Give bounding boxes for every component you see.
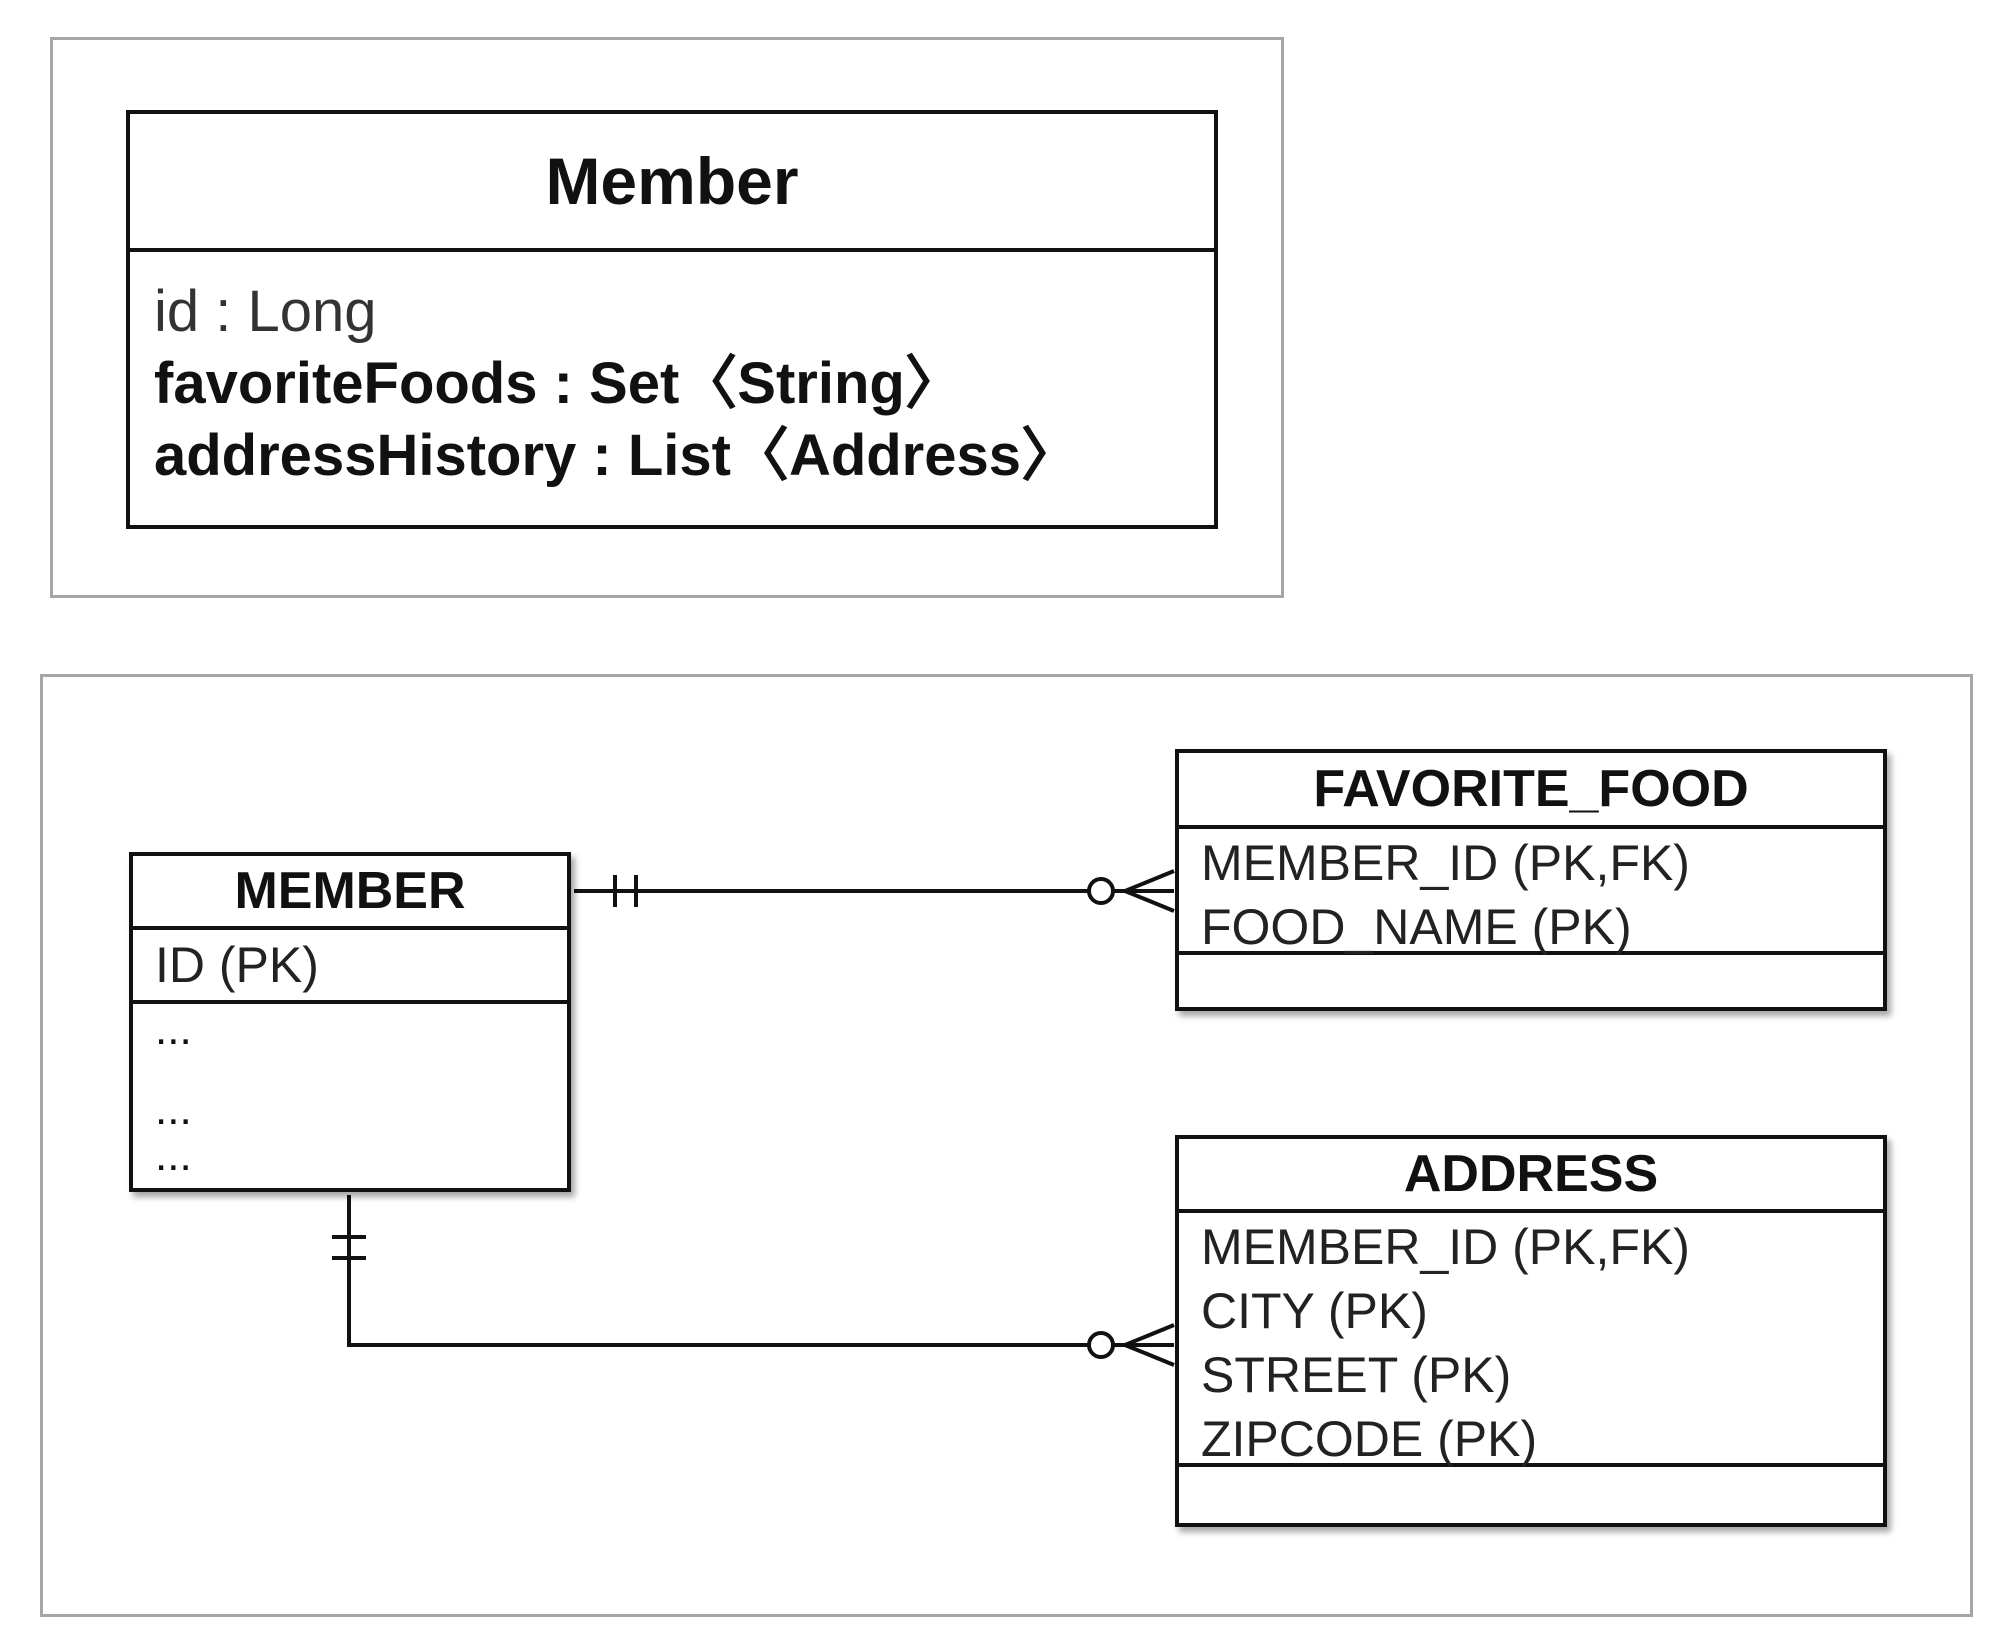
column-ellipsis: ... <box>155 1131 192 1180</box>
zero-mark <box>1087 1331 1115 1359</box>
crow-foot <box>1124 869 1175 893</box>
column-ellipsis: ... <box>155 1005 192 1054</box>
column-city: CITY (PK) <box>1201 1283 1428 1339</box>
key-columns-section: MEMBER_ID (PK,FK) FOOD_NAME (PK) <box>1179 829 1883 955</box>
relationship-lines <box>332 869 1175 1367</box>
columns-section: ... ... ... <box>133 1004 567 1180</box>
primary-key-section: ID (PK) <box>133 930 567 1004</box>
crow-foot <box>1124 889 1175 913</box>
column-zipcode: ZIPCODE (PK) <box>1201 1411 1538 1467</box>
attribute-favorite-foods: favoriteFoods : Set〈String〉 <box>154 351 963 416</box>
uml-class-panel: Member id : Long favoriteFoods : Set〈Str… <box>50 37 1284 598</box>
column-id: ID (PK) <box>155 937 319 993</box>
attribute-address-history: addressHistory : List〈Address〉 <box>154 423 1080 488</box>
erd-panel: MEMBER ID (PK) ... ... ... FAVORITE_FOOD… <box>40 674 1973 1617</box>
zero-mark <box>1087 877 1115 905</box>
attribute-id: id : Long <box>154 279 377 344</box>
column-street: STREET (PK) <box>1201 1347 1512 1403</box>
entity-member: MEMBER ID (PK) ... ... ... <box>129 852 571 1192</box>
entity-title: MEMBER <box>133 856 567 930</box>
column-member-id: MEMBER_ID (PK,FK) <box>1201 1219 1690 1275</box>
crow-foot <box>1124 1323 1175 1347</box>
entity-address: ADDRESS MEMBER_ID (PK,FK) CITY (PK) STRE… <box>1175 1135 1887 1527</box>
crow-foot <box>1124 1343 1175 1367</box>
entity-title: ADDRESS <box>1179 1139 1883 1213</box>
class-name: Member <box>130 114 1214 252</box>
member-class-box: Member id : Long favoriteFoods : Set〈Str… <box>126 110 1218 529</box>
entity-favorite-food: FAVORITE_FOOD MEMBER_ID (PK,FK) FOOD_NAM… <box>1175 749 1887 1011</box>
class-attributes: id : Long favoriteFoods : Set〈String〉 ad… <box>130 252 1214 492</box>
column-food-name: FOOD_NAME (PK) <box>1201 899 1632 955</box>
relation-member-favorite-food <box>574 869 1175 913</box>
relation-member-address <box>332 1195 1175 1367</box>
column-member-id: MEMBER_ID (PK,FK) <box>1201 835 1690 891</box>
entity-title: FAVORITE_FOOD <box>1179 753 1883 829</box>
column-ellipsis: ... <box>155 1085 192 1134</box>
key-columns-section: MEMBER_ID (PK,FK) CITY (PK) STREET (PK) … <box>1179 1213 1883 1467</box>
